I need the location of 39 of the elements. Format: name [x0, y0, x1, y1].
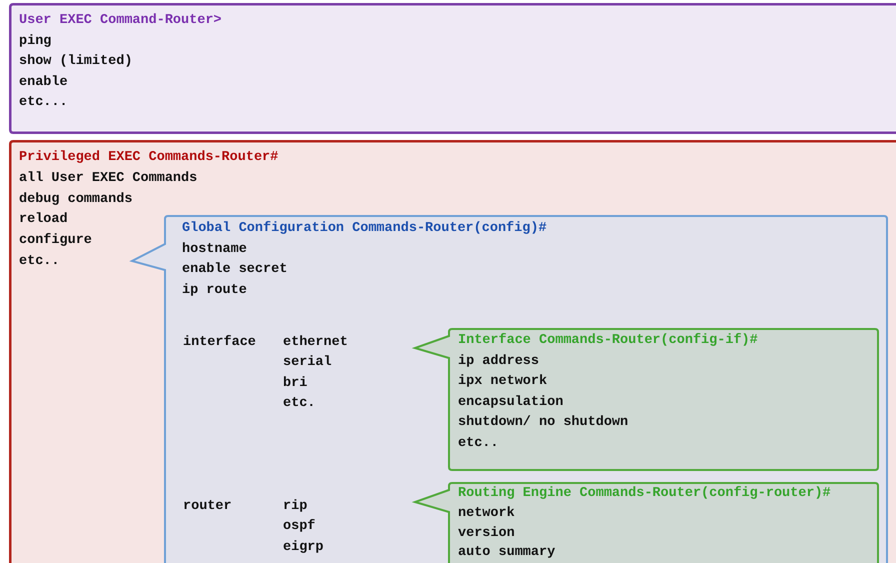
- command-text: ip address: [458, 353, 540, 371]
- mode-heading: Routing Engine Commands-Router(config-router)#: [458, 485, 831, 503]
- command-text: encapsulation: [458, 394, 564, 412]
- command-text: etc...: [19, 94, 68, 112]
- command-text: enable secret: [182, 261, 288, 279]
- command-text: interface: [183, 334, 256, 352]
- command-text: auto summary: [458, 544, 556, 562]
- command-text: router: [183, 498, 232, 516]
- mode-heading: Global Configuration Commands-Router(config)#: [182, 220, 547, 238]
- command-text: enable: [19, 74, 68, 92]
- command-text: ipx network: [458, 373, 548, 391]
- command-text: rip: [283, 498, 308, 516]
- command-text: serial: [283, 354, 332, 372]
- callout-box: [131, 215, 888, 563]
- mode-panel: [9, 3, 896, 134]
- mode-panel: [9, 140, 896, 563]
- command-text: ethernet: [283, 334, 348, 352]
- command-text: bri: [283, 375, 308, 393]
- command-text: version: [458, 525, 515, 543]
- command-text: show (limited): [19, 53, 132, 71]
- callout-box: [414, 482, 879, 563]
- command-text: ospf: [283, 518, 316, 536]
- command-text: network: [458, 505, 515, 523]
- command-text: etc.: [283, 395, 316, 413]
- callout-box: [414, 328, 879, 471]
- command-text: shutdown/ no shutdown: [458, 414, 628, 432]
- command-text: etc..: [458, 435, 499, 453]
- mode-heading: Interface Commands-Router(config-if)#: [458, 332, 758, 350]
- command-text: ping: [19, 33, 52, 51]
- command-text: hostname: [182, 241, 247, 259]
- command-text: all User EXEC Commands: [19, 170, 198, 188]
- command-text: etc..: [19, 253, 60, 271]
- command-text: debug commands: [19, 191, 132, 209]
- mode-heading: User EXEC Command-Router>: [19, 12, 222, 30]
- mode-heading: Privileged EXEC Commands-Router#: [19, 149, 278, 167]
- command-text: eigrp: [283, 539, 324, 557]
- command-text: ip route: [182, 282, 247, 300]
- command-text: configure: [19, 232, 92, 250]
- command-text: reload: [19, 211, 68, 229]
